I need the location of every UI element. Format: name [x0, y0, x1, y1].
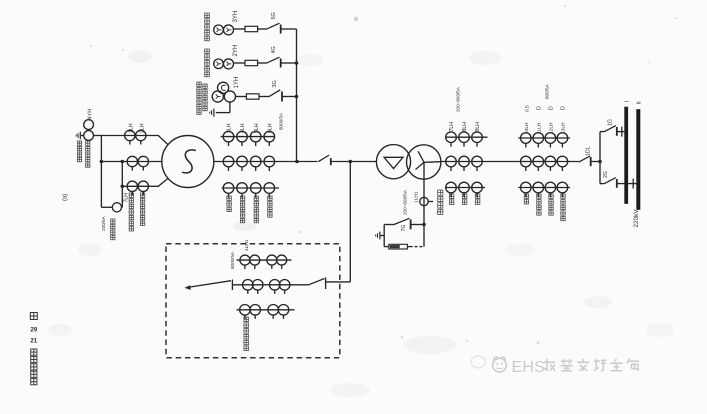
svg-text:4LH: 4LH	[240, 123, 246, 133]
svg-text:21: 21	[30, 338, 37, 345]
svg-text:1G: 1G	[607, 119, 613, 126]
svg-text:10LH: 10LH	[524, 122, 530, 134]
svg-text:0.5: 0.5	[524, 105, 530, 112]
svg-text:4YH: 4YH	[87, 109, 93, 120]
svg-text:EHS: EHS	[512, 359, 546, 376]
svg-text:200~600/5A: 200~600/5A	[456, 86, 461, 112]
svg-text:3G: 3G	[272, 80, 278, 87]
svg-text:2YH: 2YH	[233, 45, 239, 57]
svg-text:6LH: 6LH	[268, 123, 274, 133]
svg-text:D: D	[548, 106, 554, 110]
svg-text:7LH: 7LH	[449, 122, 455, 132]
svg-text:I: I	[624, 101, 630, 103]
svg-text:11LH: 11LH	[537, 122, 543, 134]
svg-text:2LH: 2LH	[139, 123, 145, 133]
svg-text:5G: 5G	[271, 12, 277, 19]
svg-text:D: D	[560, 106, 566, 110]
svg-text:200/5A: 200/5A	[101, 216, 106, 231]
svg-text:II: II	[636, 101, 642, 105]
svg-text:8000/5A: 8000/5A	[230, 251, 235, 269]
svg-text:1YH: 1YH	[234, 77, 240, 89]
svg-text:29: 29	[30, 327, 37, 334]
svg-text:2G: 2G	[603, 171, 609, 178]
svg-text:13LH: 13LH	[561, 122, 567, 134]
svg-text:8LH: 8LH	[462, 122, 468, 132]
svg-text:220kV: 220kV	[633, 209, 640, 228]
svg-text:7G: 7G	[401, 225, 407, 232]
svg-text:200~600/5A: 200~600/5A	[403, 189, 408, 215]
svg-text:1LH: 1LH	[128, 123, 134, 133]
svg-text:1DL: 1DL	[585, 146, 591, 156]
svg-text:9LH: 9LH	[475, 122, 481, 132]
svg-text:D: D	[536, 106, 542, 110]
svg-text:5LH: 5LH	[254, 123, 260, 133]
svg-text:600/5A: 600/5A	[544, 84, 549, 99]
svg-text:8000/5A: 8000/5A	[279, 112, 284, 130]
svg-text:(a): (a)	[63, 194, 69, 201]
svg-text:1LH1: 1LH1	[414, 191, 420, 203]
svg-text:4G: 4G	[271, 46, 277, 53]
svg-text:12LH: 12LH	[549, 122, 555, 134]
svg-text:7LH: 7LH	[123, 193, 129, 203]
svg-text:4LH1: 4LH1	[244, 239, 250, 251]
svg-text:3YH: 3YH	[233, 11, 239, 23]
svg-text:3LH: 3LH	[227, 123, 233, 133]
